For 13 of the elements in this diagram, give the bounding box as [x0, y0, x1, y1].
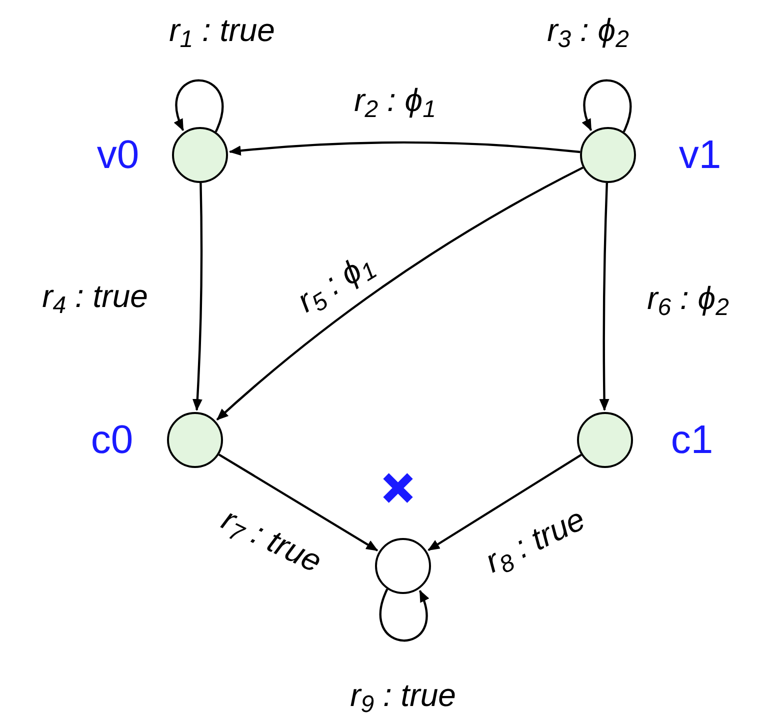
- arrow: [218, 454, 378, 552]
- state-name: c1: [670, 420, 714, 460]
- state-name: v0: [96, 135, 140, 175]
- arrow: [216, 166, 584, 421]
- arrow: [228, 141, 580, 156]
- arrow: [380, 588, 428, 642]
- state-name: c0: [90, 420, 134, 460]
- arrow: [582, 79, 632, 132]
- arrow: [174, 79, 224, 132]
- arrow: [599, 182, 610, 411]
- state-name: v1: [678, 135, 722, 175]
- arrow: [428, 454, 582, 552]
- arrow: [192, 182, 203, 412]
